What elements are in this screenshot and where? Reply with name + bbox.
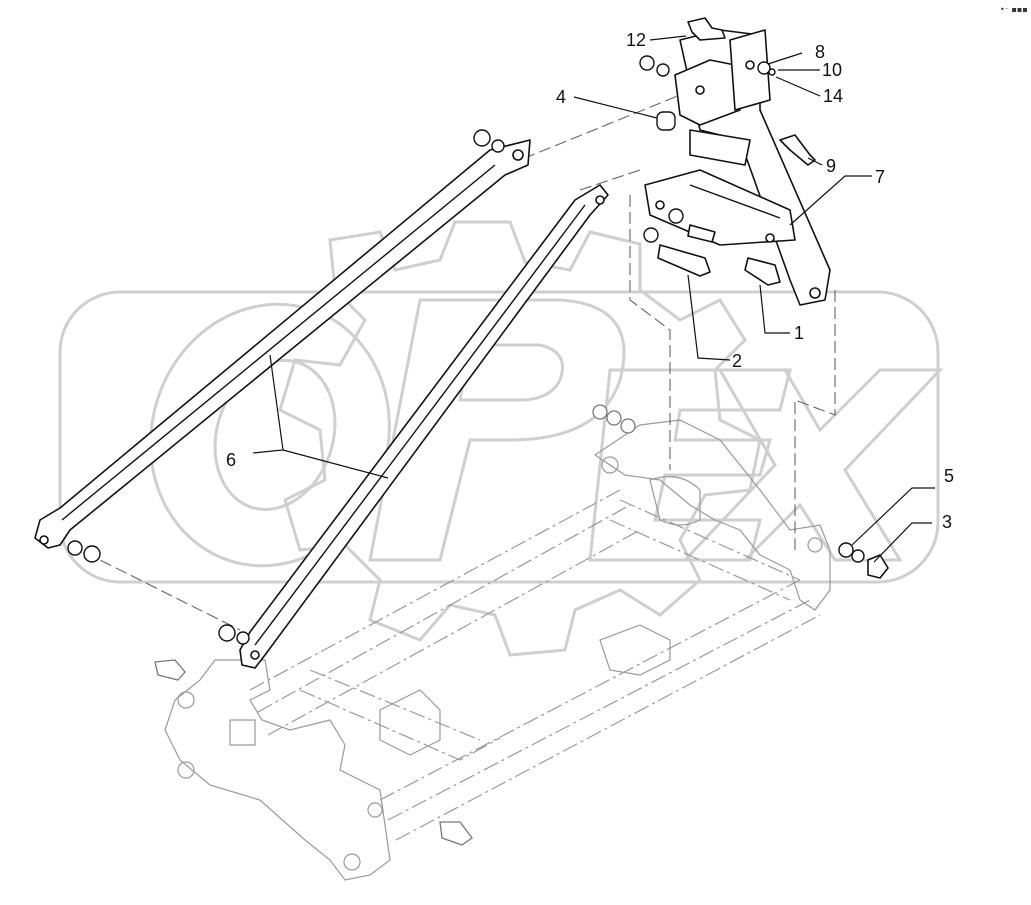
callout-7: 7 (875, 167, 885, 187)
corner-mark: •⁻ ▪▪▪ (1000, 5, 1028, 14)
leader-lines (252, 35, 935, 563)
callout-1: 1 (794, 323, 804, 343)
callout-6: 6 (226, 450, 236, 470)
callout-4: 4 (556, 87, 566, 107)
callout-3: 3 (942, 512, 952, 532)
main-frame-phantom (164, 419, 831, 881)
callout-2: 2 (732, 351, 742, 371)
callout-9: 9 (826, 156, 836, 176)
callout-labels: 12 8 10 4 14 9 7 1 2 6 5 3 (226, 30, 954, 532)
assembly-paths (69, 94, 836, 631)
watermark-logo (58, 220, 944, 657)
callout-10: 10 (822, 60, 842, 80)
callout-8: 8 (815, 42, 825, 62)
callout-14: 14 (823, 86, 843, 106)
callout-5: 5 (944, 466, 954, 486)
top-link-bracket (644, 29, 831, 306)
callout-12: 12 (626, 30, 646, 50)
hardware (67, 17, 889, 846)
stabilizer-bar-upper (34, 139, 531, 549)
